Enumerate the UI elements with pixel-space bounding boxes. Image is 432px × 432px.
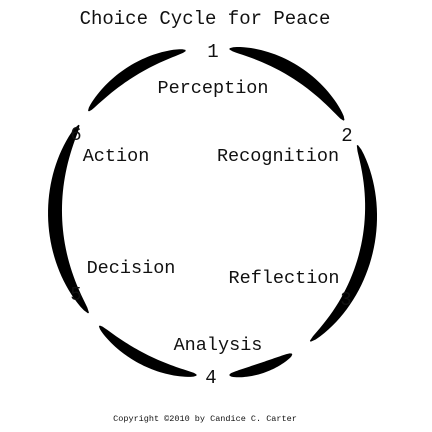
stage-number-5: 5 — [70, 284, 81, 306]
stage-label-recognition: Recognition — [217, 146, 339, 167]
stage-label-reflection: Reflection — [228, 268, 339, 289]
stage-number-2: 2 — [341, 125, 352, 147]
stage-number-6: 6 — [70, 124, 81, 146]
cycle-arc-6 — [88, 49, 186, 112]
stage-label-action: Action — [83, 146, 150, 167]
diagram-title: Choice Cycle for Peace — [80, 8, 331, 30]
cycle-arcs — [48, 47, 378, 378]
stage-label-perception: Perception — [157, 78, 268, 99]
stage-number-1: 1 — [207, 41, 218, 63]
stage-label-decision: Decision — [87, 258, 176, 279]
cycle-arc-4 — [98, 325, 197, 377]
cycle-arc-3 — [229, 353, 293, 378]
stage-label-analysis: Analysis — [174, 335, 263, 356]
cycle-arc-1 — [229, 47, 345, 121]
stage-number-3: 3 — [340, 289, 351, 311]
copyright-notice: Copyright ©2010 by Candice C. Carter — [113, 414, 297, 424]
cycle-arc-2 — [309, 145, 378, 342]
cycle-arc-5 — [48, 124, 89, 314]
stage-number-4: 4 — [205, 367, 216, 389]
